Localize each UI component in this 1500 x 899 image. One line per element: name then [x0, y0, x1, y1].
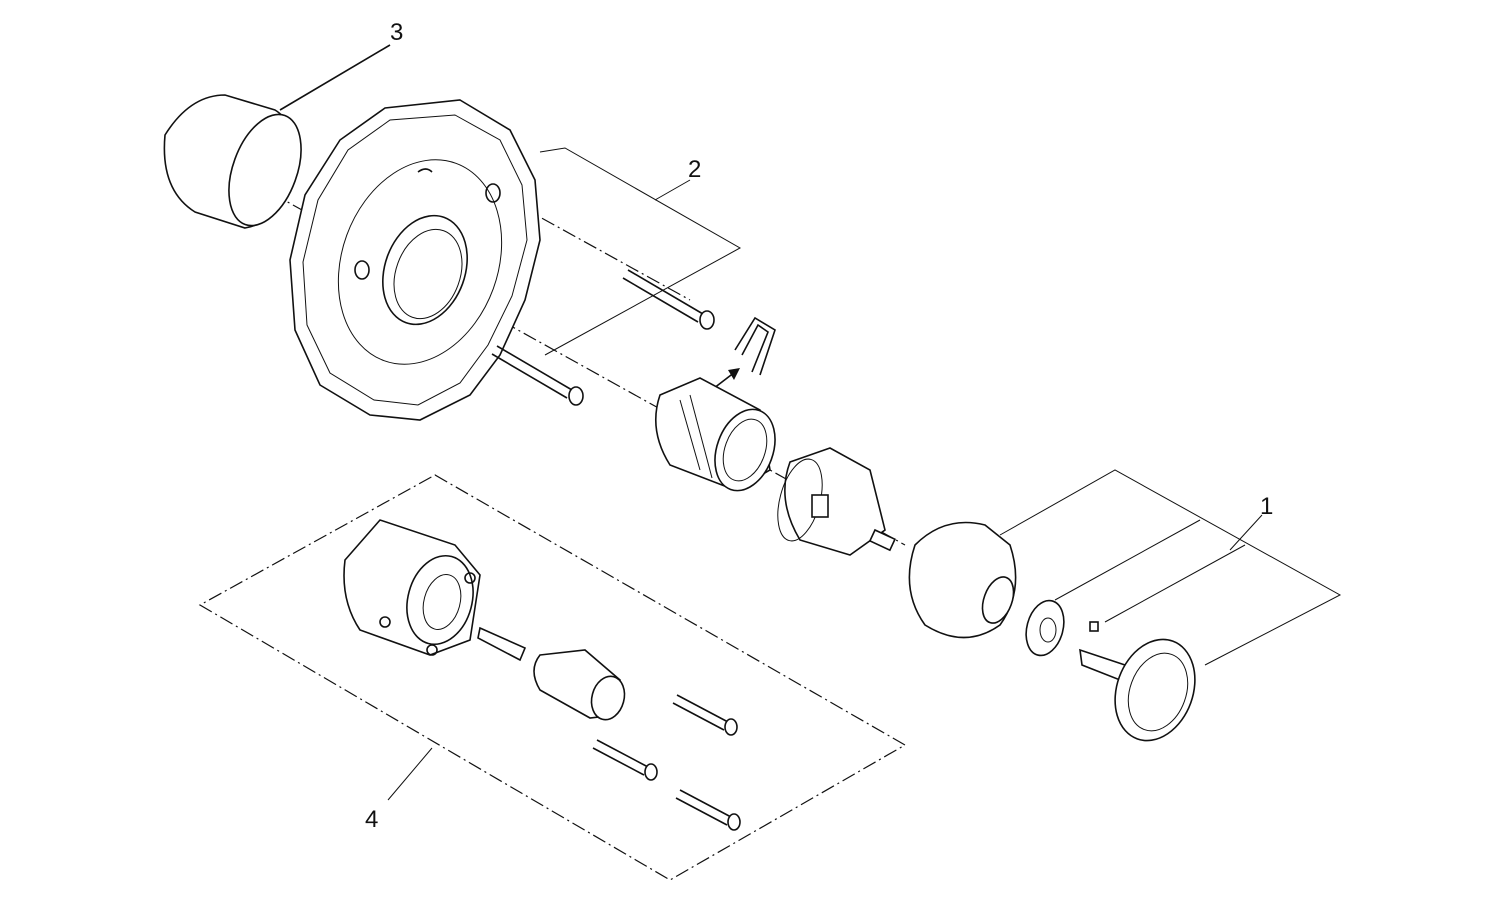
callout-label-4: 4 — [365, 806, 378, 833]
callout-label-2: 2 — [688, 156, 701, 183]
part-1-cap — [908, 521, 1017, 639]
screw — [672, 694, 738, 736]
part-4-housing — [343, 519, 481, 656]
part-4-kit-box — [198, 474, 907, 881]
screw — [592, 739, 658, 781]
part-2-escutcheon — [289, 99, 541, 421]
callout-label-3: 3 — [390, 19, 403, 46]
callout-label-1: 1 — [1260, 493, 1273, 520]
screw — [491, 345, 584, 406]
part-4-spindle — [477, 626, 626, 721]
part-3-sleeve — [163, 44, 391, 229]
screw — [675, 789, 741, 831]
screw — [622, 269, 715, 330]
part-1-ring — [1025, 599, 1065, 657]
thermostatic-cartridge — [777, 447, 897, 556]
retaining-clip — [704, 316, 776, 396]
adapter — [654, 377, 776, 492]
part-2-bracket — [539, 147, 742, 356]
part-1-handle — [1079, 621, 1196, 742]
part-1-bracket — [999, 469, 1342, 666]
